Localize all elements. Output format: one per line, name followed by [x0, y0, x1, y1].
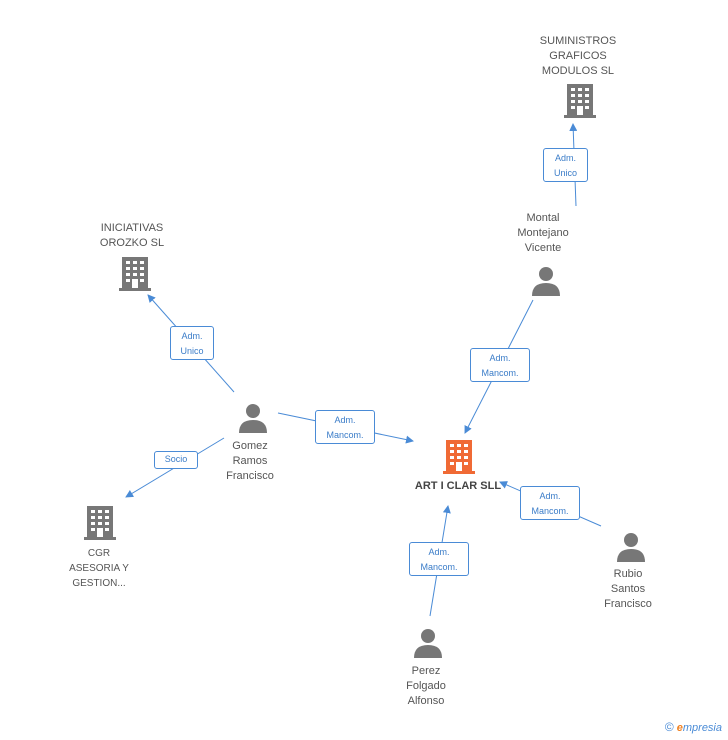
relation-badge[interactable]: Adm. Mancom. [520, 486, 580, 520]
person-montal-label[interactable]: Montal Montejano Vicente [483, 211, 603, 256]
brand-logo-first-letter: e [676, 722, 683, 734]
badge-line: Adm. [539, 491, 561, 501]
copyright-symbol: © [664, 720, 674, 734]
label-line: Montejano [517, 227, 569, 239]
building-icon[interactable] [564, 84, 596, 118]
label-line: Santos [610, 583, 646, 595]
label-line: OROZKO SL [99, 237, 165, 249]
label-line: Folgado [406, 680, 446, 692]
relation-badge[interactable]: Adm. Mancom. [470, 348, 530, 382]
label-line: Rubio [613, 568, 643, 580]
badge-line: Unico [180, 346, 204, 356]
building-icon[interactable] [443, 440, 475, 474]
person-icon[interactable] [413, 628, 443, 658]
badge-line: Mancom. [326, 430, 364, 440]
label-line: MODULOS SL [541, 65, 615, 77]
label-line: Perez [411, 665, 441, 677]
label-line: Ramos [232, 455, 268, 467]
label-line: Francisco [604, 598, 652, 610]
label-line: ASESORIA Y [69, 563, 129, 574]
badge-line: Adm. [489, 353, 511, 363]
label-line: SUMINISTROS [539, 35, 617, 47]
relation-badge[interactable]: Socio [154, 451, 198, 469]
relation-badge[interactable]: Adm. Mancom. [315, 410, 375, 444]
label-line: CGR [87, 548, 111, 559]
label-line: Vicente [524, 242, 562, 254]
badge-line: Adm. [334, 415, 356, 425]
person-gomez-label[interactable]: Gomez Ramos Francisco [190, 439, 310, 484]
label-line: Gomez [232, 440, 268, 452]
label-line: INICIATIVAS [100, 222, 164, 234]
company-cgr-label[interactable]: CGR ASESORIA Y GESTION... [39, 546, 159, 591]
company-iniciativas-label[interactable]: INICIATIVAS OROZKO SL [72, 221, 192, 251]
badge-line: Adm. [428, 547, 450, 557]
badge-line: Socio [164, 454, 188, 464]
relation-badge[interactable]: Adm. Mancom. [409, 542, 469, 576]
badge-line: Unico [553, 168, 577, 178]
person-icon[interactable] [238, 403, 268, 433]
relation-badge[interactable]: Adm. Unico [543, 148, 588, 182]
building-icon[interactable] [84, 506, 116, 540]
badge-line: Adm. [181, 331, 203, 341]
person-perez-label[interactable]: Perez Folgado Alfonso [366, 664, 486, 709]
person-icon[interactable] [616, 532, 646, 562]
relation-badge[interactable]: Adm. Unico [170, 326, 214, 360]
label-line: Francisco [226, 470, 274, 482]
badge-line: Mancom. [481, 368, 519, 378]
building-icon[interactable] [119, 257, 151, 291]
badge-line: Mancom. [531, 506, 569, 516]
center-company-label[interactable]: ART I CLAR SLL [414, 480, 502, 492]
label-line: GESTION... [72, 578, 126, 589]
person-rubio-label[interactable]: Rubio Santos Francisco [568, 567, 688, 612]
person-icon[interactable] [531, 266, 561, 296]
company-suministros-label[interactable]: SUMINISTROS GRAFICOS MODULOS SL [518, 34, 638, 79]
badge-line: Adm. [554, 153, 576, 163]
brand-logo-rest: mpresia [682, 722, 722, 734]
badge-line: Mancom. [420, 562, 458, 572]
label-line: Montal [526, 212, 560, 224]
label-line: Alfonso [407, 695, 445, 707]
footer-brand[interactable]: © empresia [665, 720, 722, 734]
label-line: GRAFICOS [549, 50, 607, 62]
